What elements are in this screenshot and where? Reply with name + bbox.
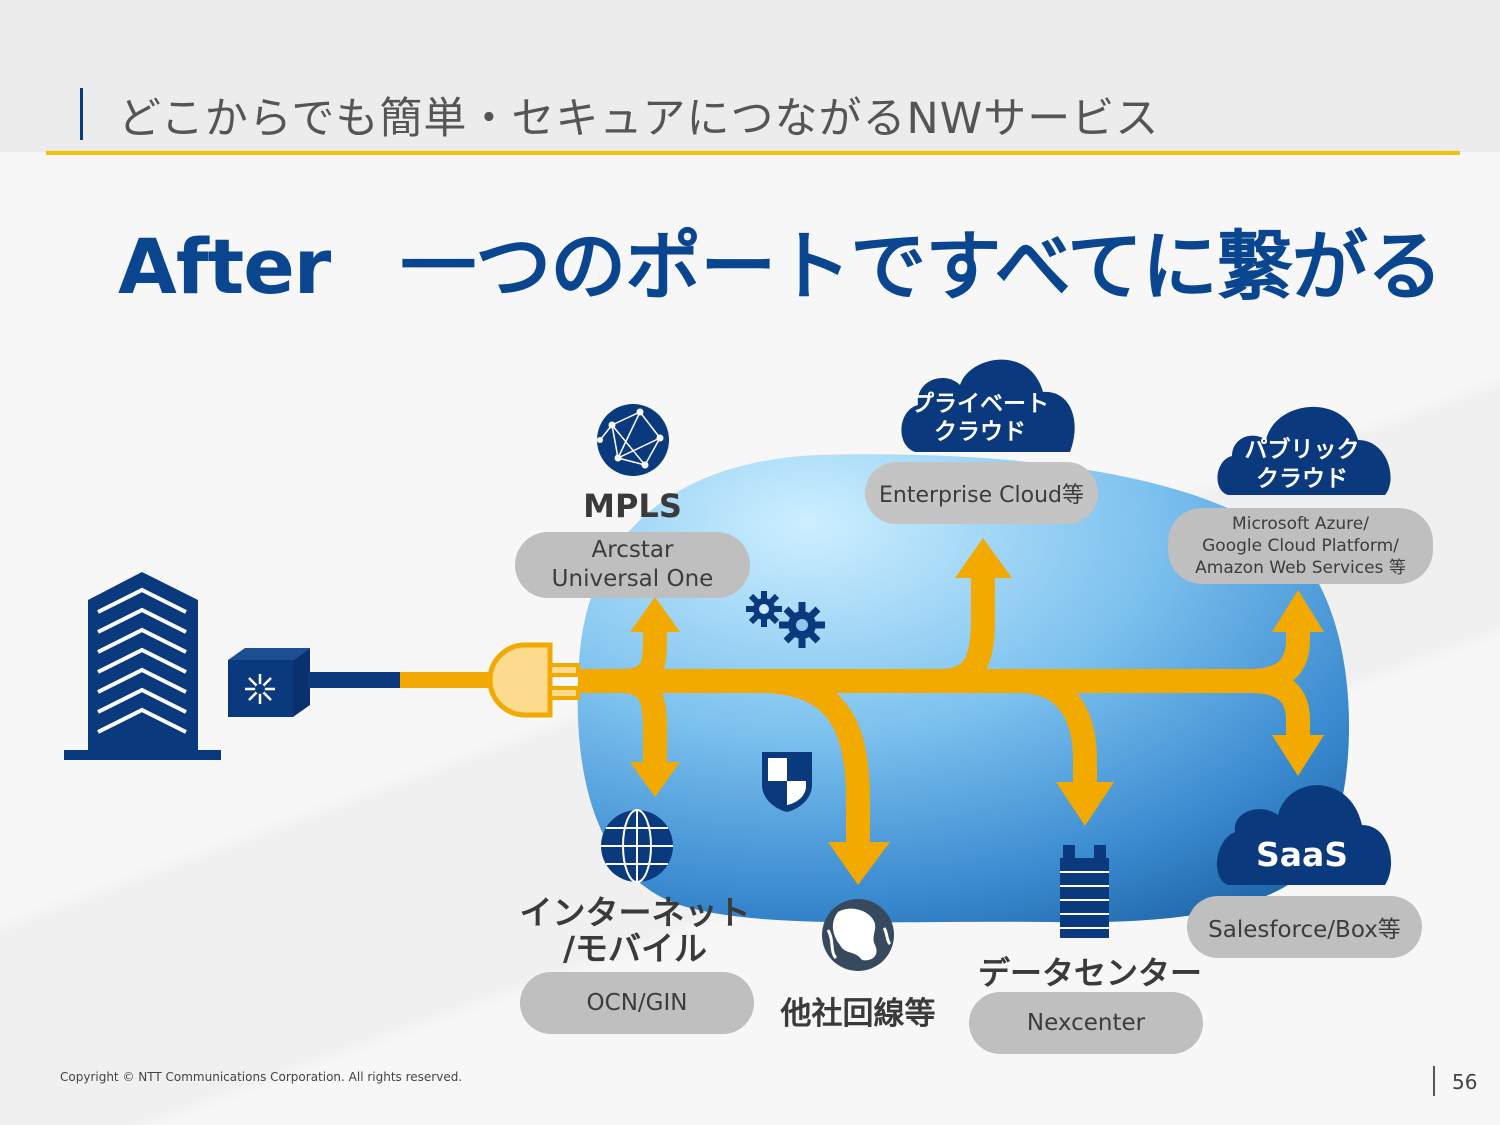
public-cloud-service-line2: Google Cloud Platform/ (1202, 536, 1399, 556)
saas-service-pill: Salesforce/Box等 (1187, 896, 1422, 958)
arrowhead-saas (1272, 735, 1324, 776)
arrow-heads (630, 538, 1324, 885)
headline-text: 一つのポートですべてに繋がる (400, 222, 1443, 311)
private-cloud-service-pill: Enterprise Cloud等 (865, 462, 1098, 524)
router-icon (228, 648, 310, 717)
arrowhead-datacenter (1056, 782, 1114, 826)
footer-divider (1433, 1066, 1435, 1096)
network-globe-icon (597, 404, 669, 476)
arrow-path-other-carrier (759, 669, 870, 845)
public-cloud-service-line3: Amazon Web Services 等 (1195, 558, 1406, 578)
datacenter-label: データセンター (977, 954, 1202, 992)
mpls-service-line1: Arcstar (591, 537, 674, 563)
arrowhead-public-cloud (1272, 590, 1324, 632)
copyright-text: Copyright © NTT Communications Corporati… (60, 1070, 463, 1084)
saas-label: SaaS (1255, 835, 1349, 874)
private-cloud-label-line2: クラウド (934, 419, 1026, 445)
mpls-label: MPLS (583, 487, 682, 525)
shield-icon (762, 752, 812, 812)
page-number: 56 (1452, 1070, 1478, 1094)
public-cloud-label-line2: クラウド (1256, 466, 1348, 492)
public-cloud-service-pill: Microsoft Azure/ Google Cloud Platform/ … (1168, 508, 1433, 584)
internet-label-line2: /モバイル (562, 929, 708, 968)
internet-label: インターネット /モバイル (505, 895, 765, 967)
arrowhead-internet (630, 762, 680, 797)
private-cloud-service: Enterprise Cloud等 (878, 483, 1084, 508)
mpls-service-pill: Arcstar Universal One (515, 532, 750, 598)
arrow-path-saas (1249, 669, 1310, 740)
mpls-service-line2: Universal One (551, 566, 714, 592)
arrowhead-private-cloud (955, 538, 1012, 578)
datacenter-service-pill: Nexcenter (969, 992, 1203, 1054)
cloud-icon-saas (1216, 785, 1392, 885)
title-underline (46, 151, 1460, 155)
cloud-icon-private (901, 359, 1075, 452)
internet-service: OCN/GIN (586, 990, 688, 1016)
globe-icon (601, 809, 673, 883)
headline-prefix: After (118, 222, 331, 311)
arrow-path-internet (619, 669, 667, 765)
public-cloud-service-line1: Microsoft Azure/ (1232, 514, 1369, 534)
arrow-path-private-cloud (939, 575, 995, 693)
plug-icon (487, 642, 580, 718)
cable-navy (308, 672, 403, 688)
public-cloud-label: パブリック クラウド (1222, 436, 1382, 494)
internet-label-line1: インターネット (519, 893, 751, 932)
arrowhead-other-carrier (828, 842, 890, 885)
internet-service-pill: OCN/GIN (520, 972, 754, 1034)
earth-icon (822, 899, 894, 971)
connection-arrows (578, 575, 1310, 845)
other-carrier-label: 他社回線等 (780, 996, 936, 1032)
public-cloud-label-line1: パブリック (1244, 437, 1360, 463)
building-icon (64, 572, 221, 760)
title-accent-bar (80, 88, 83, 140)
saas-service: Salesforce/Box等 (1208, 917, 1401, 943)
gear-icon (746, 591, 825, 648)
page-title: どこからでも簡単・セキュアにつながるNWサービス (118, 94, 1160, 144)
cloud-icon-public (1217, 406, 1391, 495)
datacenter-service: Nexcenter (1026, 1010, 1146, 1036)
arrow-path-datacenter (1019, 669, 1097, 785)
cable-yellow (400, 672, 492, 688)
arrowhead-mpls (630, 597, 680, 632)
server-rack-icon (1060, 845, 1109, 938)
headline: After 一つのポートですべてに繋がる (118, 205, 1443, 315)
private-cloud-label: プライベート クラウド (900, 390, 1060, 446)
private-cloud-label-line1: プライベート (911, 391, 1049, 417)
